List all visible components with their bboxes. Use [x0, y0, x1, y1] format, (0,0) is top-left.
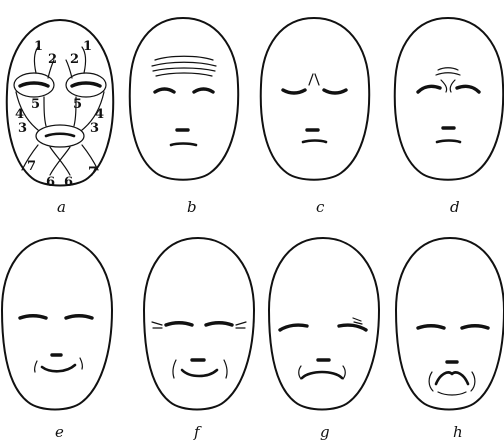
face-e-right-eye: [66, 316, 92, 318]
face-h-cheek-line: [471, 372, 475, 391]
caption-h: h: [453, 423, 463, 441]
face-f-left-eye: [166, 323, 192, 325]
face-c-right-eye: [324, 90, 346, 93]
face-a-muscle-line-left-5: [44, 97, 46, 126]
face-d-right-eye: [457, 86, 479, 92]
face-a-mouth-line: [46, 134, 74, 136]
face-h-mouth: [436, 372, 468, 384]
face-c-brow-crease: [315, 74, 319, 85]
face-f-outline: [144, 238, 254, 410]
face-h-cheek-line: [429, 372, 433, 391]
face-a-right-eye-line: [72, 83, 100, 86]
face-e-cheek-line: [80, 358, 82, 369]
face-d: [395, 18, 503, 180]
face-b-mouth: [171, 144, 196, 146]
caption-g: g: [320, 423, 330, 441]
face-a-label-6-left: 6: [46, 175, 55, 190]
face-g-cheek-line: [343, 366, 345, 379]
face-f-crows-feet: [236, 322, 246, 325]
face-a-label-7-left: 7: [27, 159, 36, 174]
face-g-crease: [354, 322, 362, 324]
face-c-mouth: [303, 141, 326, 143]
face-g-right-eye: [339, 325, 366, 330]
face-b-right-eye: [194, 89, 213, 92]
face-e-outline: [2, 238, 112, 410]
face-h-chin-crease: [438, 392, 466, 395]
caption-e: e: [55, 423, 64, 441]
caption-f: f: [193, 423, 202, 441]
face-d-outline: [395, 18, 503, 180]
face-c-outline: [261, 18, 369, 180]
face-a-label-7-right: 7: [88, 165, 97, 180]
caption-c: c: [316, 198, 325, 216]
face-f-cheek-line: [224, 360, 227, 378]
face-a: 1 1 2 2 5 5 4 4 3 3 7 7 6 6: [7, 20, 113, 190]
face-d-mouth: [437, 141, 460, 143]
face-a-label-3-right: 3: [90, 121, 99, 136]
face-g-left-eye: [280, 325, 307, 330]
face-a-label-1-left: 1: [34, 39, 43, 54]
face-c-left-eye: [283, 90, 305, 93]
caption-d: d: [450, 198, 460, 216]
face-g-mouth: [302, 372, 342, 378]
face-a-label-3-left: 3: [18, 121, 27, 136]
face-a-label-4-right: 4: [95, 107, 104, 122]
face-d-brow-crease: [441, 80, 447, 92]
face-a-label-5-right: 5: [73, 97, 82, 112]
caption-a: a: [57, 198, 66, 216]
caption-b: b: [187, 198, 197, 216]
face-a-label-1-right: 1: [83, 39, 92, 54]
face-b-left-eye: [155, 89, 174, 92]
face-d-left-eye: [418, 86, 440, 92]
face-b-forehead-wrinkle: [156, 73, 212, 76]
face-g-crease: [353, 318, 361, 321]
face-h: [396, 238, 504, 410]
face-d-forehead-wrinkle: [436, 73, 460, 75]
face-a-label-2-right: 2: [70, 52, 79, 67]
face-a-label-2-left: 2: [48, 52, 57, 67]
face-e-left-eye: [20, 316, 46, 318]
face-f-mouth: [182, 370, 217, 376]
face-a-label-5-left: 5: [31, 97, 40, 112]
face-a-label-6-right: 6: [64, 175, 73, 190]
face-f-cheek-line: [173, 360, 176, 378]
face-h-left-eye: [418, 326, 444, 328]
face-e: [2, 238, 112, 410]
face-c: [261, 18, 369, 180]
face-c-brow-crease: [309, 74, 313, 85]
face-e-mouth: [42, 365, 75, 371]
face-g-cheek-line: [299, 366, 301, 379]
face-d-brow-crease: [450, 80, 455, 92]
face-g: [269, 238, 379, 410]
face-a-left-eye-line: [20, 83, 48, 86]
face-b-outline: [130, 18, 238, 180]
face-b-forehead-wrinkle: [152, 62, 216, 66]
face-b: [130, 18, 238, 180]
face-f-crows-feet: [152, 322, 162, 325]
face-f-right-eye: [206, 323, 232, 325]
face-f: [144, 238, 254, 410]
face-h-outline: [396, 238, 504, 410]
face-b-forehead-wrinkle: [153, 68, 215, 71]
face-h-right-eye: [462, 326, 488, 328]
face-d-forehead-wrinkle: [438, 68, 458, 70]
face-b-forehead-wrinkle: [155, 56, 213, 60]
face-a-label-4-left: 4: [15, 107, 24, 122]
face-e-cheek-line: [35, 361, 37, 372]
face-a-mouth-oval: [36, 125, 84, 147]
